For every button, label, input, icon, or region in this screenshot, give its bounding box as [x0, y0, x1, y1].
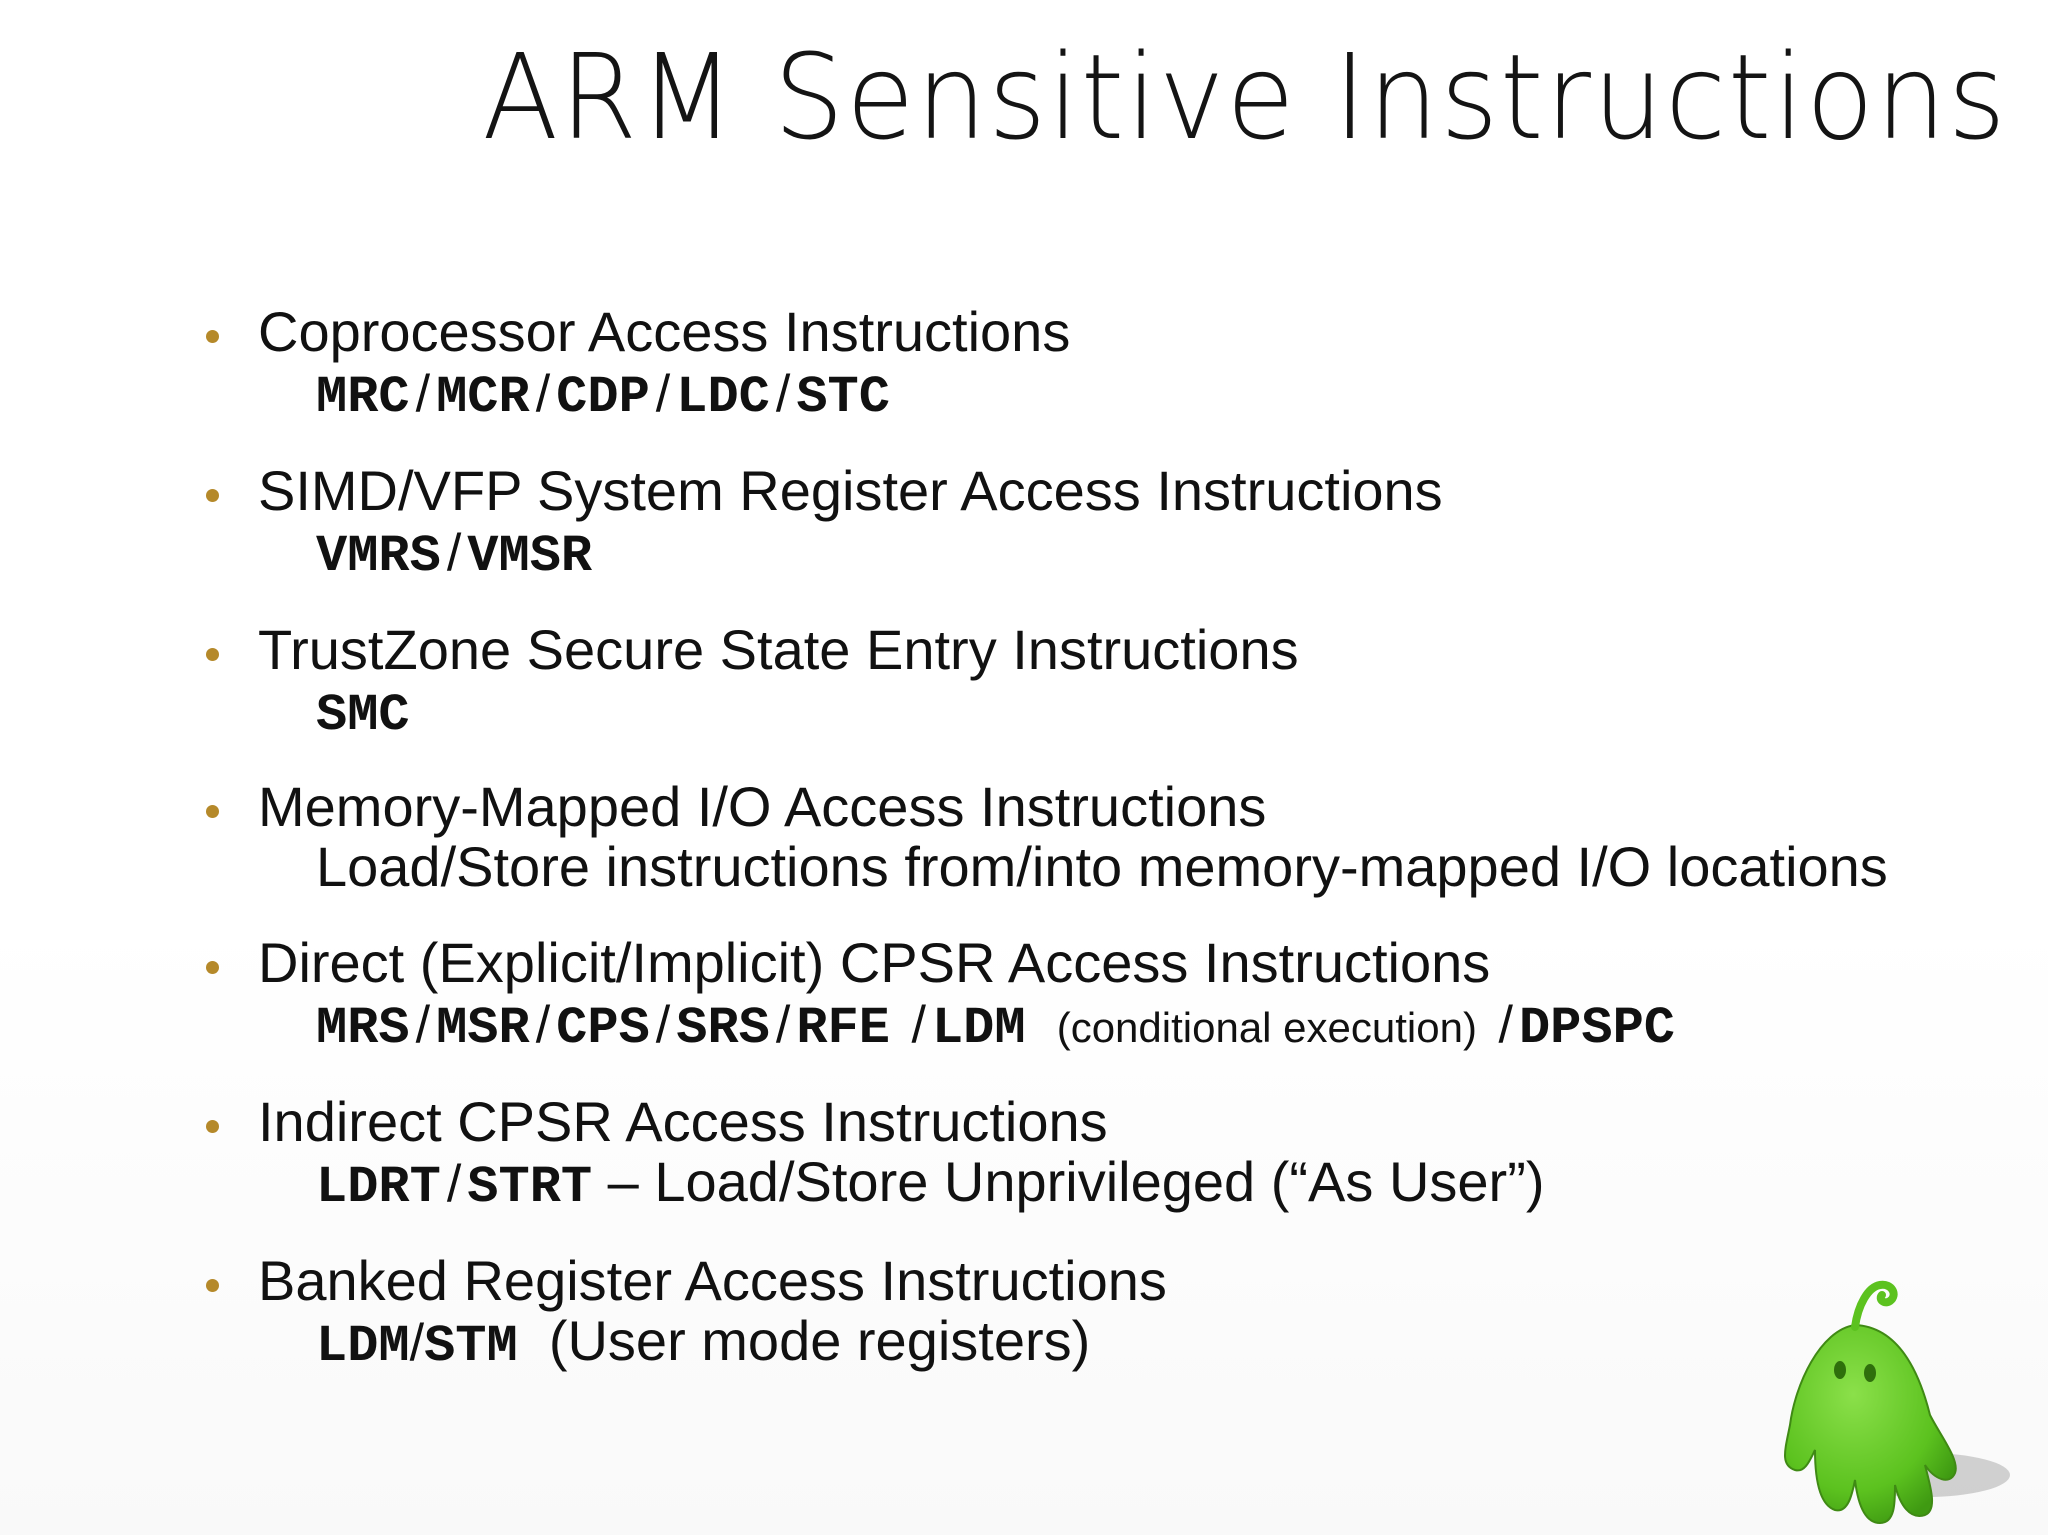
- separator: /: [415, 996, 431, 1054]
- mascot-eye: [1864, 1364, 1876, 1382]
- bullet-icon: [206, 1120, 219, 1133]
- instruction: MRS: [316, 999, 410, 1058]
- item-detail: VMRS/VMSR: [316, 519, 592, 589]
- separator: /: [775, 996, 791, 1054]
- instruction: LDC: [676, 368, 770, 427]
- slide-title: ARM Sensitive Instructions: [482, 28, 2008, 166]
- bullet-icon: [206, 330, 219, 343]
- instruction: MRC: [316, 368, 410, 427]
- instruction: STM: [424, 1317, 518, 1376]
- bullet-icon: [206, 805, 219, 818]
- bullet-icon: [206, 489, 219, 502]
- instruction: RFE: [796, 999, 890, 1058]
- item-heading: Coprocessor Access Instructions: [258, 300, 1071, 363]
- item-detail: LDRT/STRT – Load/Store Unprivileged (“As…: [316, 1150, 1545, 1220]
- instruction: STC: [796, 368, 890, 427]
- separator: /: [446, 524, 462, 582]
- instruction: DPSPC: [1518, 999, 1675, 1058]
- mascot-body: [1784, 1323, 1957, 1525]
- separator: /: [911, 996, 926, 1054]
- instruction: MCR: [436, 368, 530, 427]
- item-detail: Load/Store instructions from/into memory…: [316, 835, 1888, 898]
- item-detail: SMC: [316, 678, 410, 748]
- separator: /: [535, 365, 551, 423]
- instruction: SRS: [676, 999, 770, 1058]
- separator: /: [446, 1155, 462, 1213]
- item-detail: LDM/STM (User mode registers): [316, 1309, 1090, 1379]
- mascot-eye: [1834, 1361, 1846, 1379]
- green-mascot-icon: [1784, 1280, 2010, 1525]
- tail-text: (User mode registers): [548, 1309, 1091, 1372]
- tail-text: – Load/Store Unprivileged (“As User”): [607, 1150, 1545, 1213]
- bullet-icon: [206, 1279, 219, 1292]
- item-detail: MRC/MCR/CDP/LDC/STC: [316, 360, 890, 430]
- item-heading: TrustZone Secure State Entry Instruction…: [258, 618, 1299, 681]
- item-heading: Indirect CPSR Access Instructions: [258, 1090, 1108, 1153]
- separator: /: [655, 365, 671, 423]
- item-heading: Memory-Mapped I/O Access Instructions: [258, 775, 1267, 838]
- separator: /: [535, 996, 551, 1054]
- instruction: VMSR: [467, 527, 593, 586]
- item-heading: Banked Register Access Instructions: [258, 1249, 1167, 1312]
- instruction: CDP: [556, 368, 650, 427]
- instruction: STRT: [467, 1158, 593, 1217]
- separator: /: [775, 365, 791, 423]
- item-detail: MRS/MSR/CPS/SRS/RFE /LDM (conditional ex…: [316, 991, 1675, 1061]
- instruction: CPS: [556, 999, 650, 1058]
- instruction: MSR: [436, 999, 530, 1058]
- instruction: SMC: [316, 686, 410, 745]
- instruction: LDRT: [316, 1158, 441, 1217]
- separator: /: [655, 996, 671, 1054]
- instruction: LDM: [931, 999, 1026, 1058]
- instruction: VMRS: [316, 527, 441, 586]
- bullet-icon: [206, 961, 219, 974]
- instruction: LDM: [316, 1317, 410, 1376]
- note-text: (conditional execution): [1056, 1004, 1477, 1051]
- separator: /: [415, 365, 431, 423]
- item-heading: Direct (Explicit/Implicit) CPSR Access I…: [258, 931, 1491, 994]
- separator: /: [409, 1314, 425, 1372]
- mascot-antenna: [1851, 1280, 1898, 1331]
- item-heading: SIMD/VFP System Register Access Instruct…: [258, 459, 1443, 522]
- bullet-icon: [206, 648, 219, 661]
- separator: /: [1498, 996, 1513, 1054]
